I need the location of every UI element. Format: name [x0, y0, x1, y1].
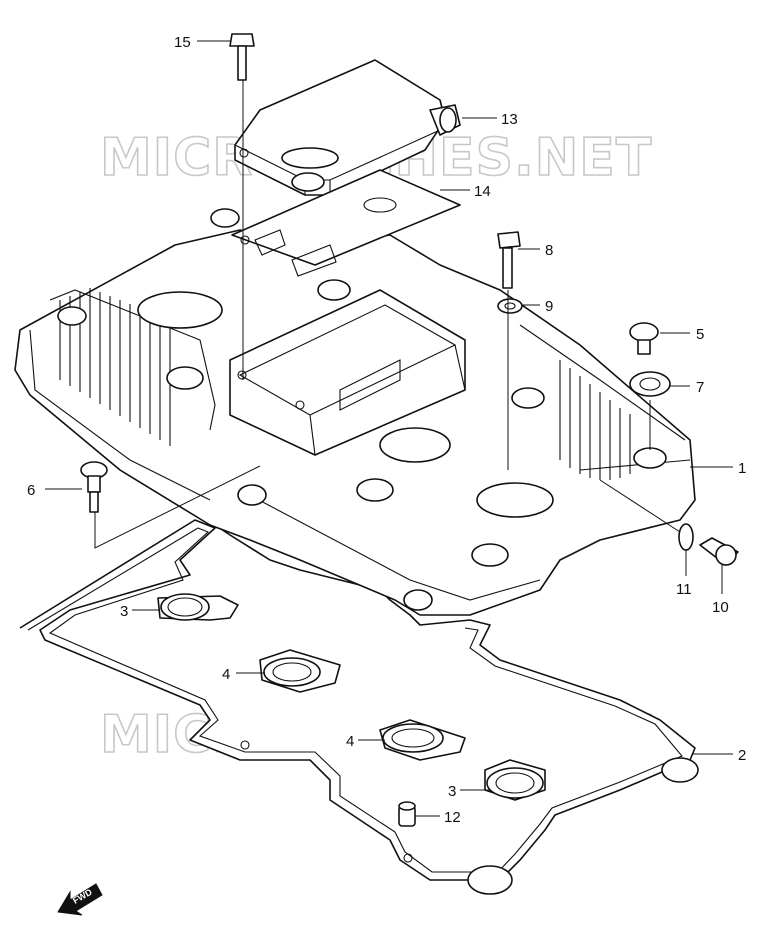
washer-9: [497, 298, 523, 314]
cooling-fins-right: [559, 360, 631, 480]
callout-5: 5: [696, 326, 704, 343]
forward-arrow-icon: FWD: [57, 883, 103, 916]
callout-11: 11: [676, 581, 692, 598]
plug-seal-3a: [157, 593, 239, 621]
callout-12: 12: [444, 809, 461, 826]
callout-15: 15: [174, 34, 191, 51]
bolt-5: [629, 322, 659, 355]
bolt-6: [80, 461, 108, 513]
callout-14: 14: [474, 183, 491, 200]
callout-1: 1: [738, 460, 746, 477]
breather-cover: [234, 59, 461, 196]
plug-seal-3b: [484, 759, 546, 801]
callout-4-upper: 4: [222, 666, 230, 683]
callout-leaders: [45, 40, 733, 817]
bolt-15: [229, 33, 255, 81]
callout-13: 13: [501, 111, 518, 128]
bolt-8: [497, 231, 521, 289]
plug-seal-4a: [259, 649, 341, 693]
washer-11: [678, 523, 694, 551]
callout-4-lower: 4: [346, 733, 354, 750]
callout-9: 9: [545, 298, 553, 315]
plug-10: [699, 537, 739, 566]
callout-6: 6: [27, 482, 35, 499]
callout-10: 10: [712, 599, 729, 616]
breather-gasket: [231, 169, 461, 277]
cooling-fins-left: [59, 288, 171, 446]
assembly-lines: [94, 80, 681, 549]
dowel-pin-12: [398, 801, 416, 827]
callout-labels: 15 13 14 8 9 5 7 1 6 11 10 3 4 4 2 3 12: [27, 34, 746, 826]
callout-2: 2: [738, 747, 746, 764]
callout-8: 8: [545, 242, 553, 259]
callout-3-lower: 3: [448, 783, 456, 800]
grommet-7: [629, 371, 671, 397]
callout-7: 7: [696, 379, 704, 396]
plug-seal-4b: [379, 719, 466, 761]
callout-3-upper: 3: [120, 603, 128, 620]
cylinder-head-cover: [14, 208, 696, 616]
